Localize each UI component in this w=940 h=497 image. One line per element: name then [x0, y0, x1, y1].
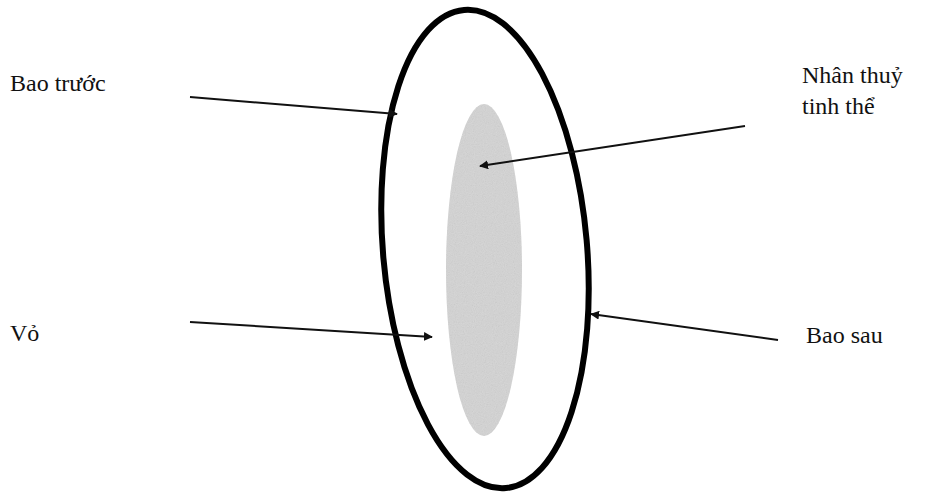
leader-line: [190, 97, 397, 114]
lens-nucleus: [446, 104, 522, 436]
leader-line: [190, 322, 432, 337]
leader-line: [591, 314, 778, 340]
part-label: Nhân thuỷ tinh thể: [802, 60, 930, 122]
part-label: Vỏ: [10, 318, 180, 349]
part-label: Bao trước: [10, 68, 180, 99]
lens-capsule: [362, 1, 607, 497]
part-label: Bao sau: [806, 320, 934, 351]
leader-line: [480, 126, 745, 166]
